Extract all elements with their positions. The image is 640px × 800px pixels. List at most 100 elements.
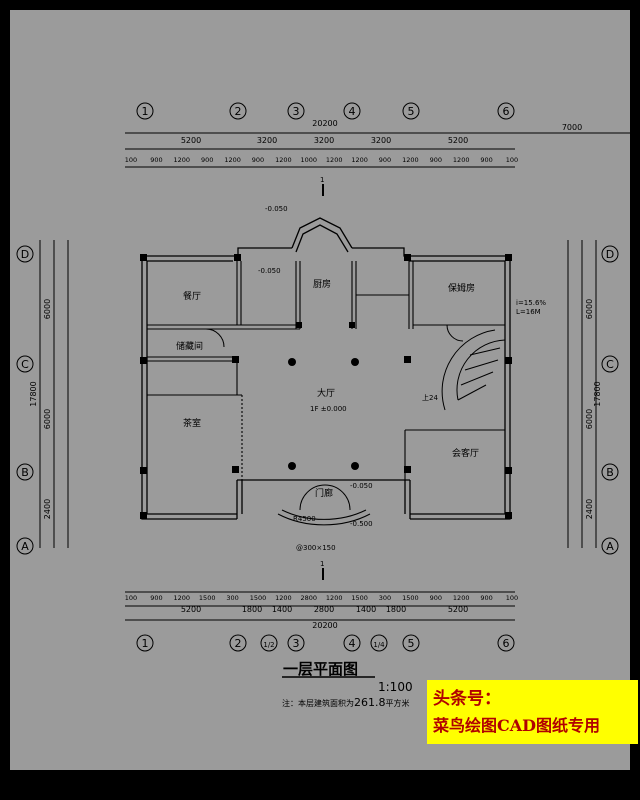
axis-top-0-label: 1 — [142, 105, 149, 118]
axis-left-1-bubble — [16, 355, 34, 373]
axis-right-3-label: A — [606, 540, 614, 553]
axis-bottom-6-bubble — [402, 634, 420, 652]
axis-right-2-label: B — [606, 466, 614, 479]
room-nanny-label: 保姆房 — [448, 282, 475, 294]
room-living-label: 会客厅 — [452, 447, 479, 459]
dim-top-sub-2: 1200 — [174, 156, 191, 164]
dim-left-span-0: 6000 — [43, 299, 52, 319]
dim-top-span-1: 3200 — [257, 136, 277, 145]
dim-bottom-sub-2: 1200 — [174, 594, 191, 602]
axis-bottom-1-label: 2 — [235, 637, 242, 650]
dim-top-sub-7: 1000 — [301, 156, 318, 164]
axis-bottom-3-label: 3 — [293, 637, 300, 650]
axis-bottom-6-label: 5 — [408, 637, 415, 650]
axis-bottom-0-label: 1 — [142, 637, 149, 650]
axis-left-2-label: B — [21, 466, 29, 479]
section-label-top: 1 — [320, 176, 324, 184]
dim-bottom-span-1: 1800 — [242, 605, 262, 614]
ramp-slope: i=15.6% — [516, 299, 546, 307]
axis-top-0-bubble — [136, 102, 154, 120]
dim-top-sub-6: 1200 — [275, 156, 292, 164]
area-note-prefix: 注：本层建筑面积为 — [282, 698, 354, 708]
level-kitchen: -0.050 — [258, 267, 281, 275]
axis-left-0-bubble — [16, 245, 34, 263]
axis-left-3-bubble — [16, 537, 34, 555]
dim-bottom-sub-1: 900 — [150, 594, 162, 602]
area-note-value: 261.8 — [354, 696, 386, 709]
plan-scale: 1:100 — [378, 680, 413, 694]
axis-bottom-0-bubble — [136, 634, 154, 652]
dim-bottom-sub-5: 1500 — [250, 594, 267, 602]
dim-top-sub-13: 1200 — [453, 156, 470, 164]
axis-top-3-label: 4 — [349, 105, 356, 118]
dim-bottom-span-4: 1400 — [356, 605, 376, 614]
axis-right-2-bubble — [601, 463, 619, 481]
level-porch: -0.050 — [350, 482, 373, 490]
axis-left-2-bubble — [16, 463, 34, 481]
stair-label: 上24 — [422, 393, 438, 402]
dim-bottom-sub-15: 100 — [506, 594, 518, 602]
dim-bottom-sub-4: 300 — [226, 594, 238, 602]
area-note-suffix: 平方米 — [386, 698, 410, 708]
room-tea-label: 茶室 — [183, 417, 201, 429]
axis-top-4-label: 5 — [408, 105, 415, 118]
dim-top-sub-14: 900 — [480, 156, 492, 164]
axis-top-1-bubble — [229, 102, 247, 120]
axis-top-3-bubble — [343, 102, 361, 120]
dim-left-span-2: 2400 — [43, 499, 52, 519]
dim-left-total: 17800 — [29, 381, 38, 406]
dim-bottom-span-3: 2800 — [314, 605, 334, 614]
axis-bottom-7-label: 6 — [503, 637, 510, 650]
axis-top-5-label: 6 — [503, 105, 510, 118]
axis-right-0-label: D — [606, 248, 614, 261]
axis-bottom-2-bubble — [260, 634, 278, 652]
dim-top-sub-10: 900 — [379, 156, 391, 164]
axis-bottom-5-bubble — [370, 634, 388, 652]
plan-title: 一层平面图 — [283, 660, 358, 678]
dim-top-sub-0: 100 — [125, 156, 137, 164]
dim-top-sub-5: 900 — [252, 156, 264, 164]
dim-top-span-2: 3200 — [314, 136, 334, 145]
ramp-length: L=16M — [516, 308, 541, 316]
room-kitchen-label: 厨房 — [313, 278, 331, 290]
dim-bottom-sub-3: 1500 — [199, 594, 216, 602]
axis-top-2-bubble — [287, 102, 305, 120]
axis-left-1-label: C — [21, 358, 29, 371]
column-note: @300×150 — [296, 544, 336, 552]
dim-top-total: 20200 — [312, 119, 337, 128]
dim-left-span-1: 6000 — [43, 409, 52, 429]
axis-right-3-bubble — [601, 537, 619, 555]
dim-bottom-sub-10: 300 — [379, 594, 391, 602]
axis-bottom-4-bubble — [343, 634, 361, 652]
dim-top-sub-3: 900 — [201, 156, 213, 164]
dim-top-span-0: 5200 — [181, 136, 201, 145]
dim-top-sub-12: 900 — [430, 156, 442, 164]
axis-bottom-4-label: 4 — [349, 637, 356, 650]
dim-bottom-sub-9: 1500 — [351, 594, 368, 602]
dim-bottom-span-2: 1400 — [272, 605, 292, 614]
dim-bottom-span-5: 1800 — [386, 605, 406, 614]
dim-bottom-sub-0: 100 — [125, 594, 137, 602]
dim-top-sub-4: 1200 — [224, 156, 241, 164]
level-hall: 1F ±0.000 — [310, 405, 347, 413]
axis-top-1-label: 2 — [235, 105, 242, 118]
axis-bottom-7-bubble — [497, 634, 515, 652]
dim-right-span-2: 2400 — [585, 499, 594, 519]
dim-top-sub-15: 100 — [506, 156, 518, 164]
dim-bottom-sub-6: 1200 — [275, 594, 292, 602]
dim-top-span-3: 3200 — [371, 136, 391, 145]
dim-bottom-sub-8: 1200 — [326, 594, 343, 602]
axis-top-4-bubble — [402, 102, 420, 120]
room-porch-label: 门廊 — [315, 487, 333, 499]
dim-top-span-4: 5200 — [448, 136, 468, 145]
axis-top-5-bubble — [497, 102, 515, 120]
section-label-bottom: 1 — [320, 560, 324, 568]
banner-line-2: 菜鸟绘图CAD图纸专用 — [433, 716, 601, 735]
watermark-banner: 头条号： 菜鸟绘图CAD图纸专用 — [427, 680, 638, 744]
axis-bottom-3-bubble — [287, 634, 305, 652]
axis-bottom-1-bubble — [229, 634, 247, 652]
dim-top-sub-1: 900 — [150, 156, 162, 164]
dim-right-total: 17800 — [593, 381, 602, 406]
